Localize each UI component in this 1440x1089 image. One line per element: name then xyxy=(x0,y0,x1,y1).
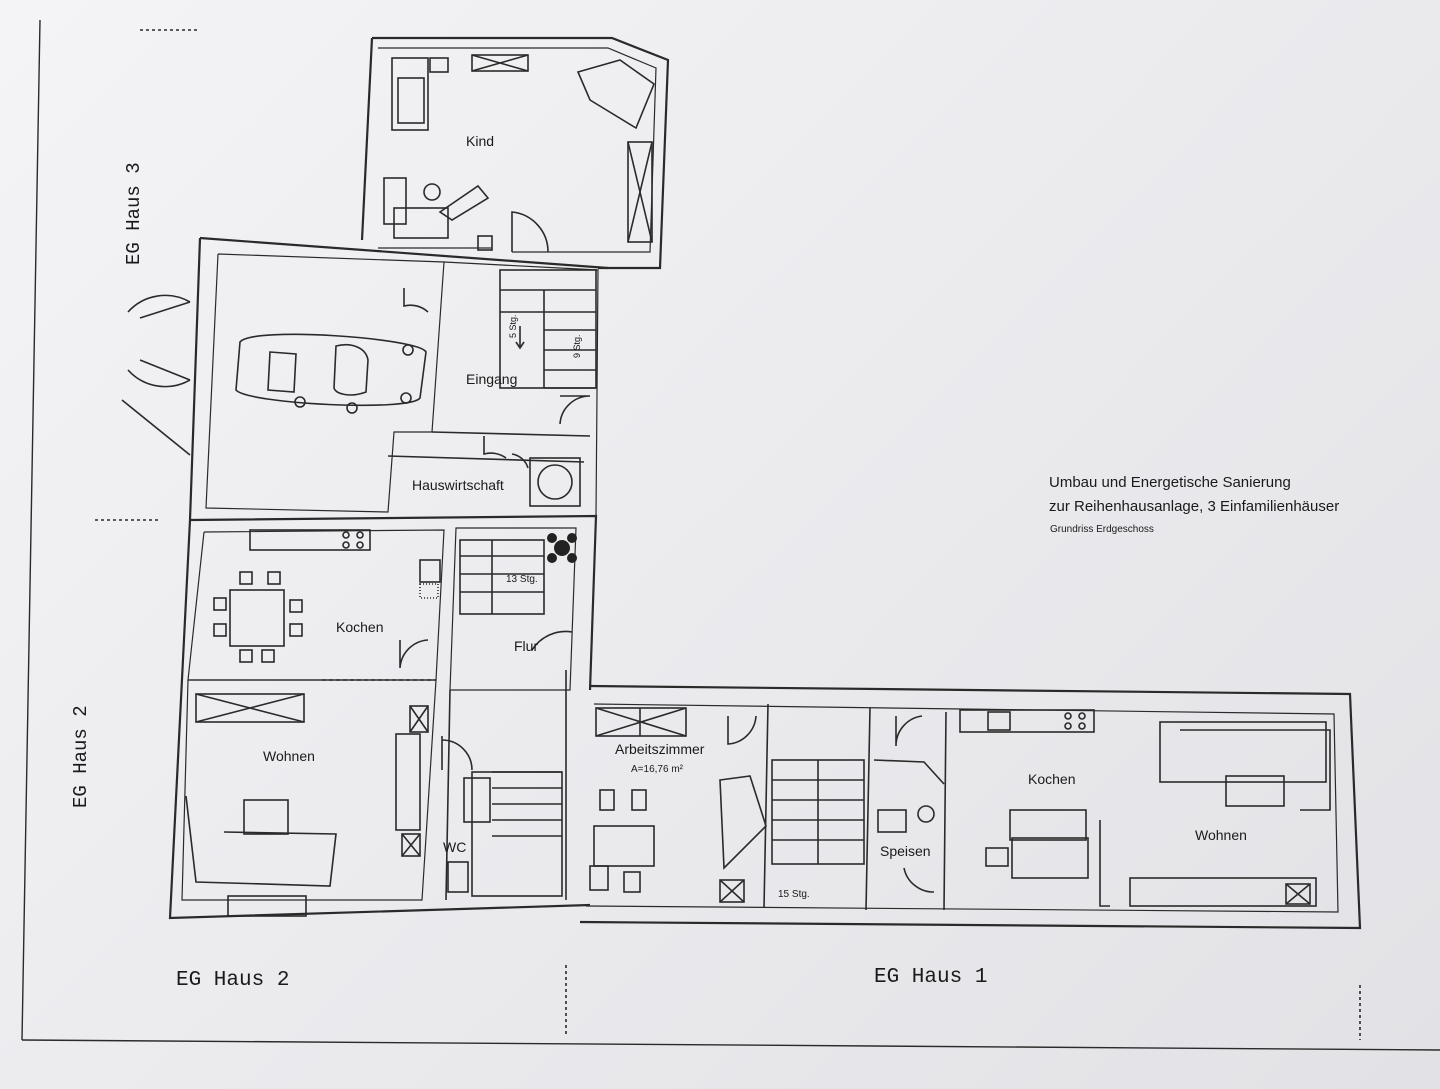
haus1-walls xyxy=(579,684,1362,930)
room-kochen-haus2: Kochen xyxy=(336,619,384,635)
title-line-1: Umbau und Energetische Sanierung xyxy=(1049,474,1291,491)
car-drawing xyxy=(235,333,427,407)
label-eg-haus1-bottom: EG Haus 1 xyxy=(874,966,988,989)
garage-eingang-walls xyxy=(121,236,609,521)
room-kind-walls xyxy=(360,36,670,270)
title-line-2: zur Reihenhausanlage, 3 Einfamilienhäuse… xyxy=(1049,498,1340,515)
subtitle: Grundriss Erdgeschoss xyxy=(1050,524,1154,535)
room-arbeitszimmer: Arbeitszimmer xyxy=(615,741,705,757)
room-wohnen-haus1: Wohnen xyxy=(1195,827,1247,843)
sheet-bottom-border xyxy=(21,1039,1440,1051)
stair-label-9: 9 Stg. xyxy=(572,334,582,358)
sheet-border xyxy=(21,19,41,1041)
room-eingang: Eingang xyxy=(466,371,518,387)
haus2-walls xyxy=(168,514,598,920)
room-kochen-haus1: Kochen xyxy=(1028,771,1076,787)
label-eg-haus2-vertical: EG Haus 2 xyxy=(70,705,92,808)
room-kind: Kind xyxy=(466,133,495,149)
room-flur: Flur xyxy=(514,638,539,654)
room-wohnen-haus2: Wohnen xyxy=(263,748,315,764)
stair-label-13: 13 Stg. xyxy=(506,574,538,585)
label-eg-haus2-bottom: EG Haus 2 xyxy=(176,969,290,992)
label-eg-haus3: EG Haus 3 xyxy=(123,162,145,265)
room-arbeitszimmer-area: A=16,76 m² xyxy=(631,764,683,775)
room-wc: WC xyxy=(443,839,467,855)
stair-label-15: 15 Stg. xyxy=(778,889,810,900)
plant-symbol xyxy=(547,533,577,563)
room-hauswirtschaft: Hauswirtschaft xyxy=(412,477,504,493)
room-speisen: Speisen xyxy=(880,843,931,859)
stair-label-5: 5 Stg. xyxy=(508,314,518,338)
flur-walls xyxy=(441,527,577,901)
